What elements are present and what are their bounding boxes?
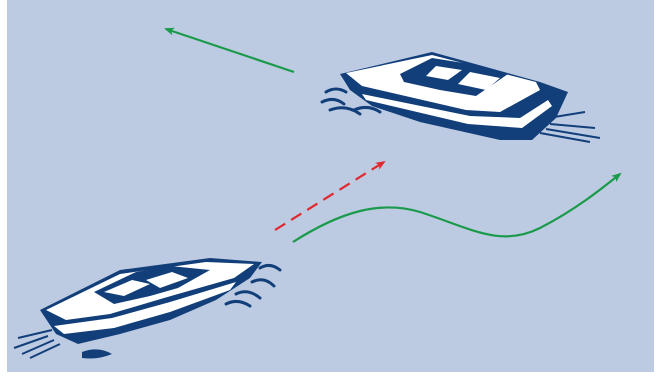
hull-stripe — [54, 282, 236, 334]
seat — [426, 66, 462, 80]
green-straight-arrow — [164, 27, 295, 74]
green-wavy-arrow — [292, 172, 622, 243]
rear-seat — [458, 72, 500, 90]
seat — [104, 280, 150, 296]
wake-lines — [13, 329, 61, 359]
rear-seat — [146, 272, 188, 288]
bow-spray — [320, 87, 382, 116]
red-dashed-arrow — [274, 160, 386, 231]
speedboat-lower-left — [13, 258, 282, 359]
hull-stripe — [362, 94, 552, 128]
speedboat-upper-right — [320, 52, 601, 143]
bow-spray — [224, 263, 282, 308]
splash — [82, 349, 112, 359]
